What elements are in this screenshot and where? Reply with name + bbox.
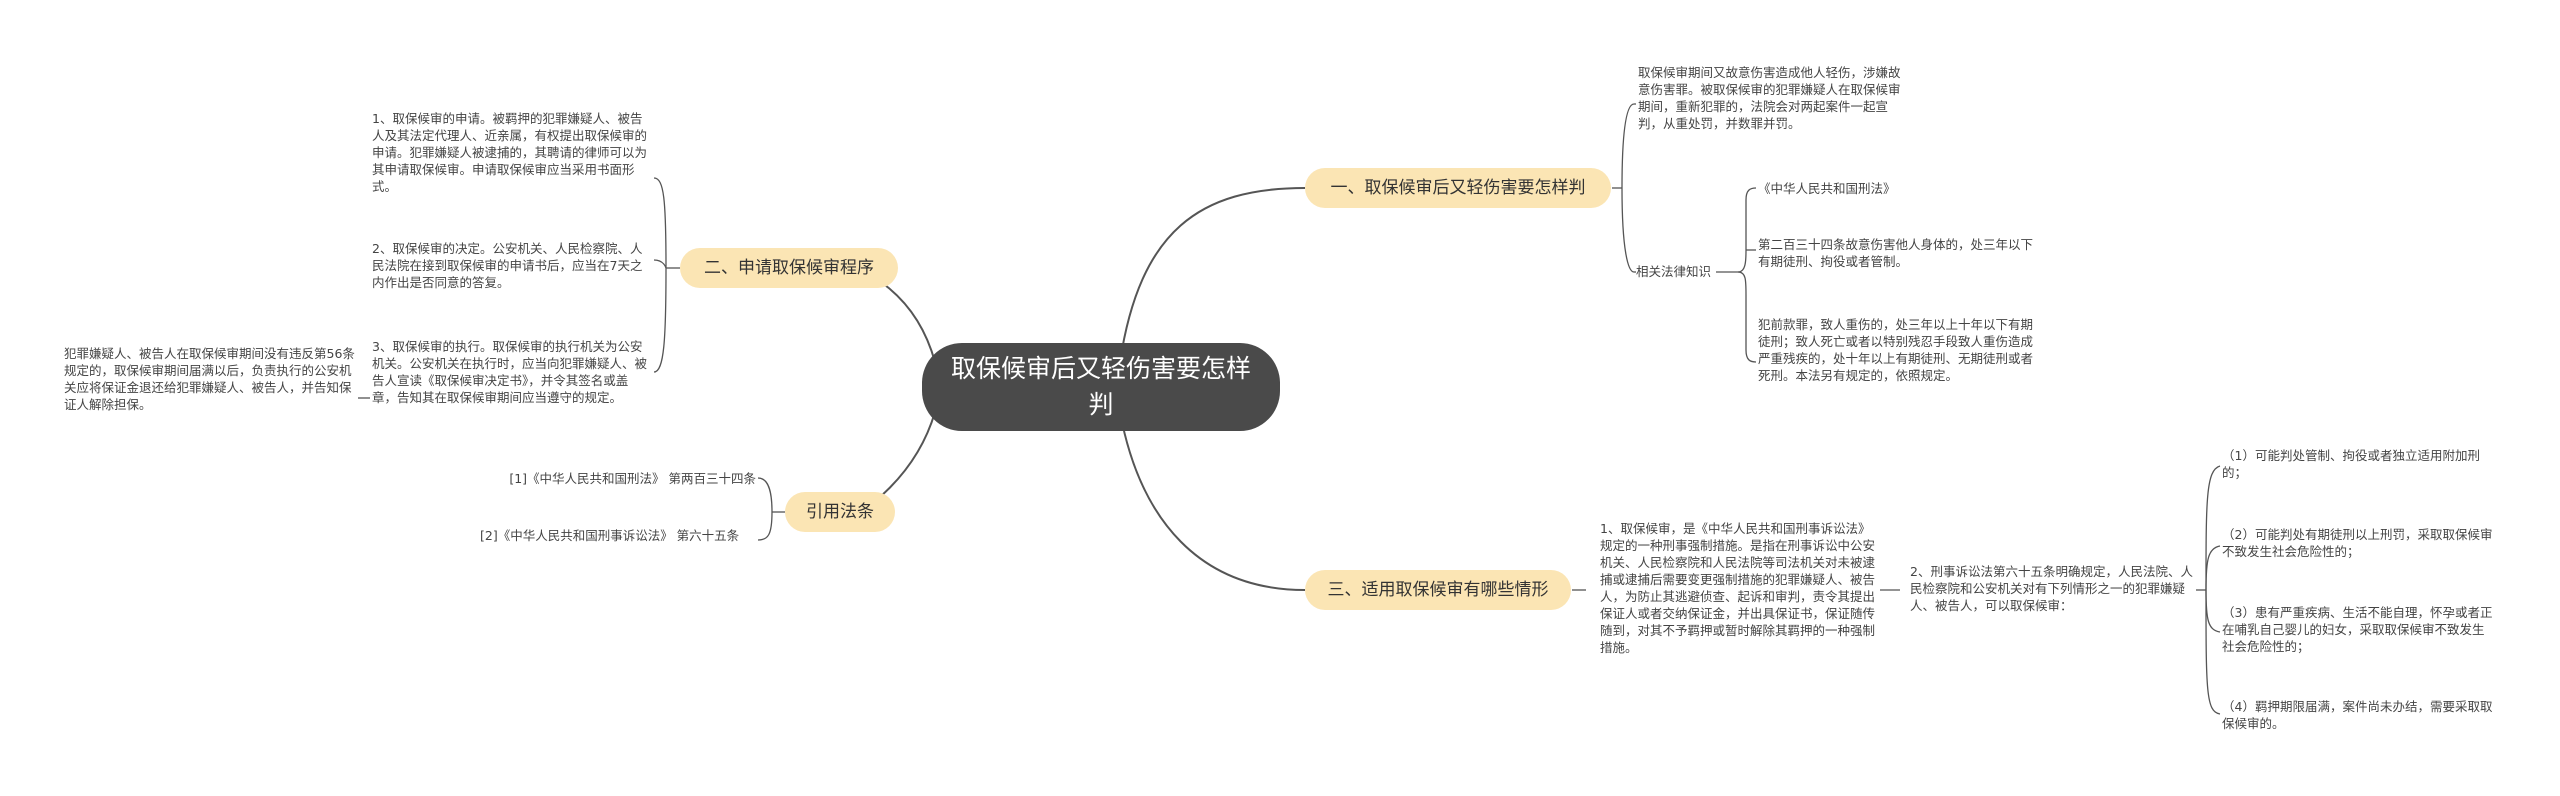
b3-sub-4[interactable]: （4）羁押期限届满，案件尚未办结，需要采取取保候审的。 (2222, 699, 2493, 731)
b1-leaf-1[interactable]: 取保候审期间又故意伤害造成他人轻伤，涉嫌故意伤害罪。被取保候审的犯罪嫌疑人在取保… (1638, 65, 1901, 131)
root-to-b3 (1119, 411, 1306, 591)
b1-law-label[interactable]: 相关法律知识 (1636, 264, 1712, 279)
b3-item-1[interactable]: 1、取保候审，是《中华人民共和国刑事诉讼法》规定的一种刑事强制措施。是指在刑事诉… (1600, 521, 1876, 655)
b3-sub-2[interactable]: （2）可能判处有期徒刑以上刑罚，采取取保候审不致发生社会危险性的； (2222, 527, 2493, 559)
b4-ref-1[interactable]: [1]《中华人民共和国刑法》 第两百三十四条 (509, 471, 756, 486)
b3-sub-3[interactable]: （3）患有严重疾病、生活不能自理，怀孕或者正在哺乳自己婴儿的妇女，采取取保候审不… (2222, 605, 2493, 654)
branch-2[interactable]: 二、申请取保候审程序 (680, 248, 898, 288)
branch-2-label: 二、申请取保候审程序 (704, 258, 874, 278)
root-topic[interactable]: 取保候审后又轻伤害要怎样判 (922, 343, 1280, 431)
b1-law-1[interactable]: 《中华人民共和国刑法》 (1758, 181, 1896, 196)
b2-item-3[interactable]: 3、取保候审的执行。取保候审的执行机关为公安机关。公安机关在执行时，应当向犯罪嫌… (372, 339, 648, 405)
b2-item-1[interactable]: 1、取保候审的申请。被羁押的犯罪嫌疑人、被告人及其法定代理人、近亲属，有权提出取… (372, 111, 648, 194)
b3-sub-1[interactable]: （1）可能判处管制、拘役或者独立适用附加刑的； (2222, 448, 2480, 480)
root-to-b1 (1119, 187, 1306, 363)
b1-law-2[interactable]: 第二百三十四条故意伤害他人身体的，处三年以下有期徒刑、拘役或者管制。 (1758, 237, 2034, 269)
branch-1-label: 一、取保候审后又轻伤害要怎样判 (1330, 178, 1586, 198)
b2-item-3-child[interactable]: 犯罪嫌疑人、被告人在取保候审期间没有违反第56条规定的，取保候审期间届满以后，负… (64, 346, 355, 412)
root-title: 取保候审后又轻伤害要怎样判 (950, 354, 1251, 419)
b2-item-2[interactable]: 2、取保候审的决定。公安机关、人民检察院、人民法院在接到取保候审的申请书后，应当… (372, 241, 643, 290)
b4-ref-2[interactable]: [2]《中华人民共和国刑事诉讼法》 第六十五条 (480, 528, 740, 543)
branch-3-label: 三、适用取保候审有哪些情形 (1327, 580, 1549, 600)
b3-item-2[interactable]: 2、刑事诉讼法第六十五条明确规定，人民法院、人民检察院和公安机关对有下列情形之一… (1910, 564, 2193, 613)
branch-3[interactable]: 三、适用取保候审有哪些情形 (1305, 570, 1571, 610)
b1-law-3[interactable]: 犯前款罪，致人重伤的，处三年以上十年以下有期徒刑；致人死亡或者以特别残忍手段致人… (1758, 317, 2034, 383)
branch-1[interactable]: 一、取保候审后又轻伤害要怎样判 (1305, 168, 1611, 208)
branch-4[interactable]: 引用法条 (785, 492, 895, 532)
branch-4-label: 引用法条 (806, 502, 874, 522)
